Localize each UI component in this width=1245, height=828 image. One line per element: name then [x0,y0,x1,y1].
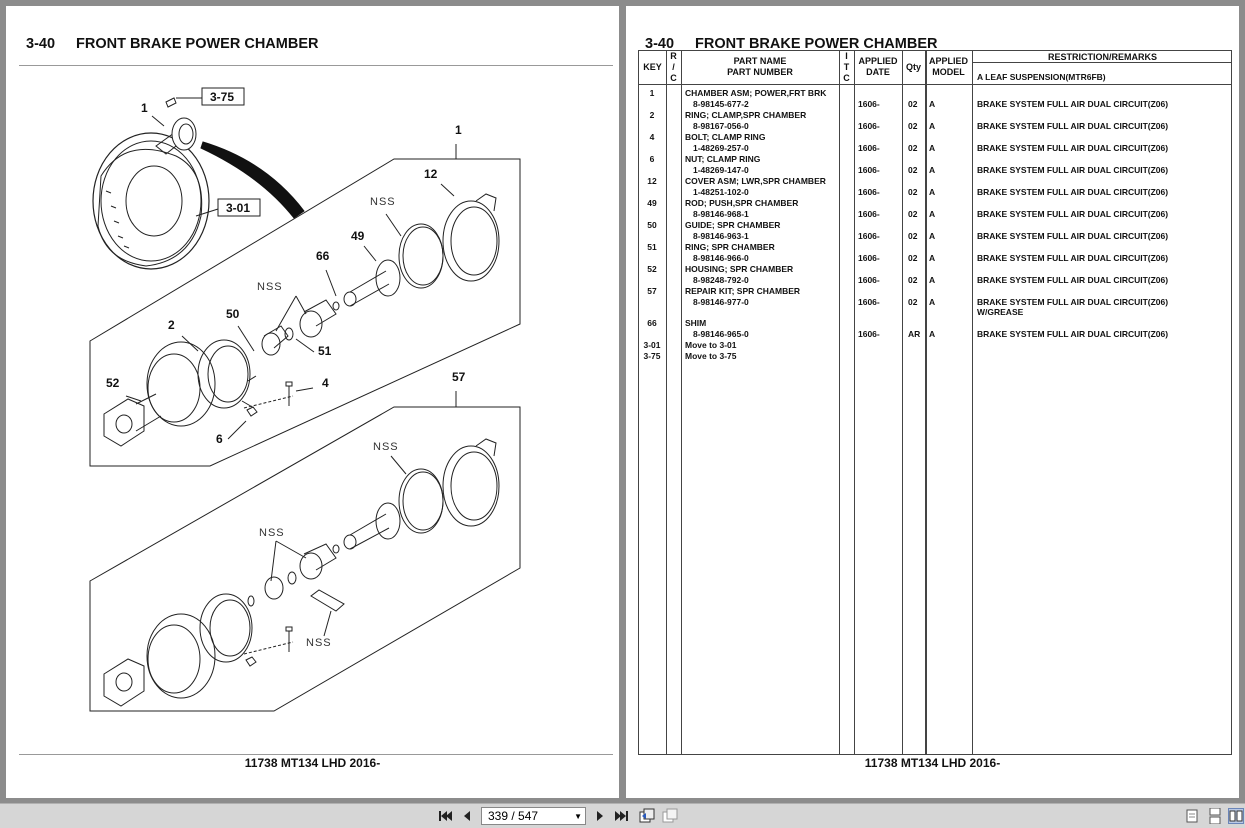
callout-2: 2 [168,318,175,332]
section-title: FRONT BRAKE POWER CHAMBER [76,36,319,52]
last-page-icon[interactable] [614,808,630,824]
callout-4: 4 [322,376,329,390]
page-number-field[interactable]: 339 / 547 ▼ [481,807,586,825]
nss-label: NSS [370,196,396,208]
callout-1b: 1 [455,123,462,137]
table-row[interactable]: 66 SHIM 8-98146-965-0 1606- AR A BRAKE S… [647,318,1169,339]
continuous-page-icon[interactable] [1207,808,1223,824]
assembly-arrow [200,141,305,219]
prev-page-icon[interactable] [459,808,475,824]
table-row[interactable]: 6 NUT; CLAMP RING 1-48269-147-0 1606- 02… [649,154,1169,175]
table-row[interactable]: 52 HOUSING; SPR CHAMBER 8-98248-792-0 16… [647,264,1169,285]
exploded-parts-diagram: 3-75 3-01 1 1 12 49 66 2 50 51 52 4 6 57… [89,87,521,712]
header-remarks: RESTRICTION/REMARKS [1047,52,1157,62]
page-title-left: 3-40 FRONT BRAKE POWER CHAMBER [26,36,318,52]
header-rule [19,65,613,66]
table-row[interactable]: 12 COVER ASM; LWR,SPR CHAMBER 1-48251-10… [647,176,1169,197]
table-row[interactable]: 50 GUIDE; SPR CHAMBER 8-98146-963-1 1606… [647,220,1169,241]
pdf-toolbar: 339 / 547 ▼ [0,803,1245,828]
callout-66: 66 [316,249,330,263]
upper-exploded-parts [103,193,500,447]
table-row[interactable]: 51 RING; SPR CHAMBER 8-98146-966-0 1606-… [647,242,1169,263]
page-footer-right: 11738 MT134 LHD 2016- [864,756,1001,770]
callout-57: 57 [452,370,466,384]
callout-49: 49 [351,229,365,243]
lower-exploded-parts [103,438,500,707]
chevron-down-icon[interactable]: ▼ [574,812,582,821]
page-title-right: 3-40 FRONT BRAKE POWER CHAMBER [645,36,937,52]
left-page: 3-40 FRONT BRAKE POWER CHAMBER [6,6,619,798]
callout-3-75: 3-75 [210,90,234,104]
callout-1a: 1 [141,101,148,115]
page-footer-left: 11738 MT134 LHD 2016- [244,756,381,770]
table-row[interactable]: 2 RING; CLAMP,SPR CHAMBER 8-98167-056-0 … [649,110,1169,131]
section-number: 3-40 [645,36,675,52]
right-page: 3-40 FRONT BRAKE POWER CHAMBER KEY R/C PA… [626,6,1239,798]
callout-6: 6 [216,432,223,446]
nss-label: NSS [257,281,283,293]
nss-label: NSS [373,441,399,453]
header-key: KEY [643,62,662,72]
nss-label: NSS [306,637,332,649]
table-row[interactable]: 3-75 Move to 3-75 [643,351,737,361]
facing-page-icon[interactable] [1228,808,1244,824]
header-rc: R/C [670,51,677,83]
table-row[interactable]: 3-01 Move to 3-01 [643,340,737,350]
next-page-icon[interactable] [592,808,608,824]
section-title: FRONT BRAKE POWER CHAMBER [695,36,938,52]
callout-51: 51 [318,344,332,358]
first-page-icon[interactable] [437,808,453,824]
section-number: 3-40 [26,36,56,52]
callout-3-01: 3-01 [226,201,250,215]
forward-view-icon[interactable] [662,808,678,824]
table-row[interactable]: 57 REPAIR KIT; SPR CHAMBER 8-98146-977-0… [647,286,1169,317]
header-remarks-sub: A LEAF SUSPENSION(MTR6FB) [977,72,1106,82]
table-row[interactable]: 49 ROD; PUSH,SPR CHAMBER 8-98146-968-1 1… [647,198,1169,219]
callout-52: 52 [106,376,120,390]
footer-rule [19,754,613,755]
header-qty: Qty [905,62,921,72]
callout-50: 50 [226,307,240,321]
single-page-icon[interactable] [1184,808,1200,824]
nss-label: NSS [259,527,285,539]
callout-12: 12 [424,167,438,181]
drum-brake-assembly [92,97,210,270]
table-row[interactable]: 1 CHAMBER ASM; POWER,FRT BRK 8-98145-677… [649,88,1169,109]
table-row[interactable]: 4 BOLT; CLAMP RING 1-48269-257-0 1606- 0… [649,132,1169,153]
back-view-icon[interactable] [639,808,655,824]
